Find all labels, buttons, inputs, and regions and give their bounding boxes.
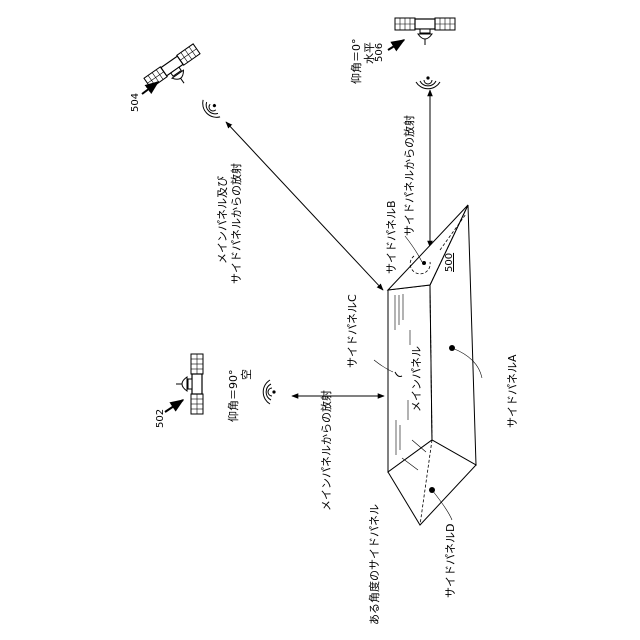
elevation-0-label: 仰角＝0° <box>349 39 363 85</box>
antenna-body <box>388 205 476 525</box>
side-panel-b-label: サイドパネルB <box>385 200 398 274</box>
arrow-icon <box>165 400 183 412</box>
side-panel-c-label: サイドパネルC <box>346 294 359 368</box>
elevation-90-label: 仰角＝90° <box>226 370 240 423</box>
sat-504-label: 504 <box>130 93 141 112</box>
side-panel-a-label: サイドパネルA <box>506 354 519 428</box>
satellite-icon <box>144 44 209 101</box>
side-panel-d-label: サイドパネルD <box>444 524 457 598</box>
wifi-signal-icon <box>416 76 440 88</box>
wifi-signal-icon <box>263 380 275 404</box>
elevation-90-sky-label: 空 <box>239 369 253 380</box>
emission-side-label: サイドパネルからの放射 <box>402 115 416 236</box>
sat-502-label: 502 <box>155 409 166 428</box>
ref-500-label: 500 <box>444 253 455 272</box>
wifi-signal-icon <box>198 96 224 122</box>
satellite-icon <box>176 354 203 414</box>
arrow-icon <box>388 40 404 50</box>
emission-main-side-label-2: サイドパネルからの放射 <box>229 163 243 284</box>
angled-side-panel-label: ある角度のサイドパネル <box>367 504 381 625</box>
main-panel-label: メインパネル <box>410 346 423 412</box>
emission-main-side-label-1: メインパネル及び <box>216 176 229 264</box>
emission-main-label: メインパネルからの放射 <box>319 390 333 511</box>
elevation-0-horizon-label: 水平 <box>363 42 376 64</box>
